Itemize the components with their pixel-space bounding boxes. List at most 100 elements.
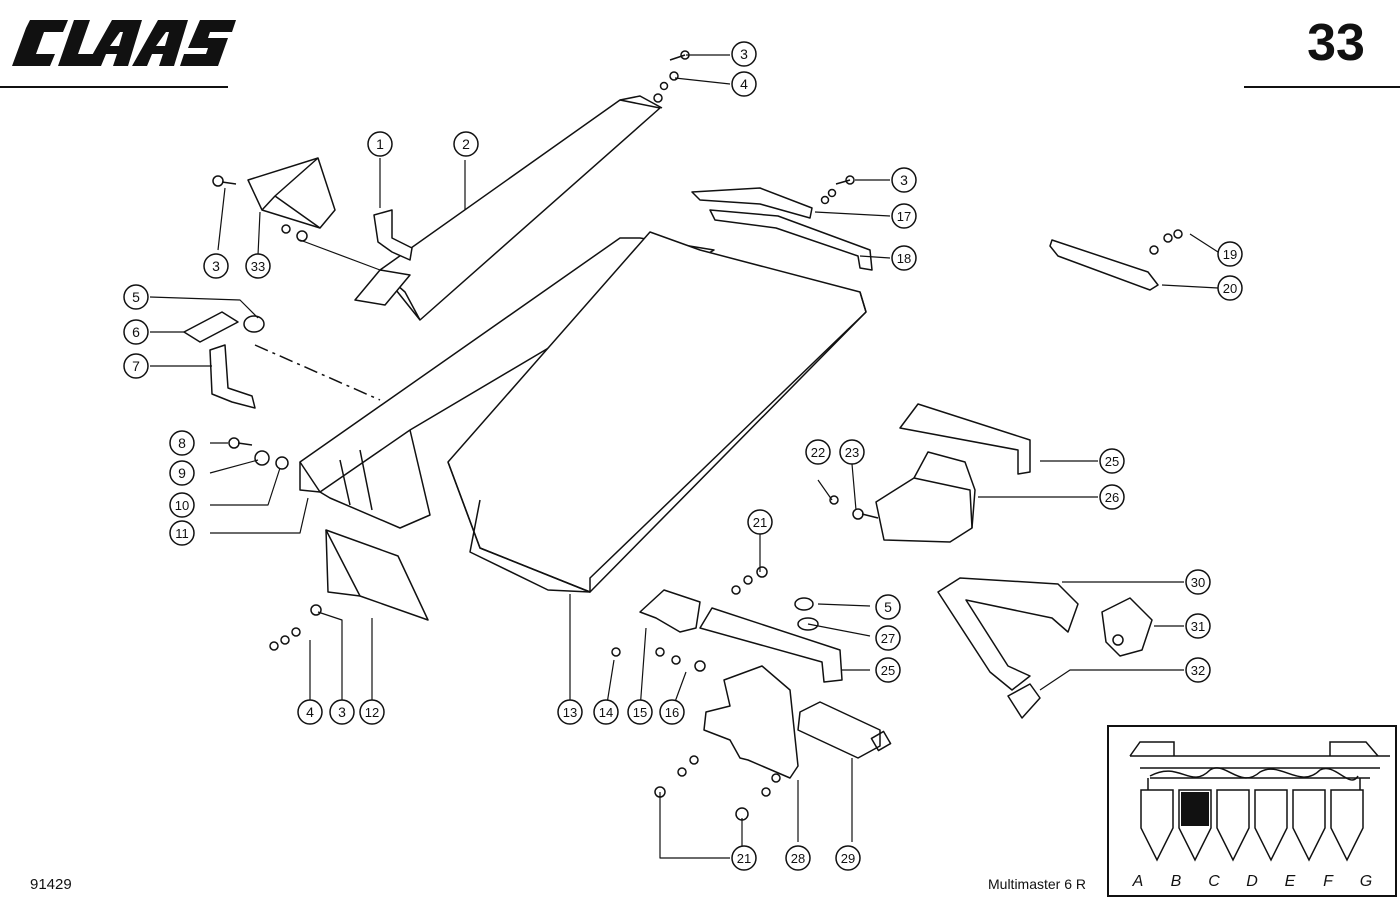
svg-text:16: 16 (665, 705, 679, 720)
callout-20: 20 (1217, 275, 1243, 301)
strap-30 (937, 577, 1079, 691)
callout-18: 18 (891, 245, 917, 271)
svg-text:10: 10 (175, 498, 189, 513)
callout-21: 21 (747, 509, 773, 535)
housing-26 (875, 451, 976, 543)
svg-text:21: 21 (737, 851, 751, 866)
drawing-number: 91429 (30, 876, 72, 893)
bracket-32 (1007, 683, 1041, 719)
callout-25: 25 (1099, 448, 1125, 474)
bracket-25-upper (899, 403, 1031, 475)
locator-label-B: B (1171, 873, 1182, 890)
bracket-1 (373, 209, 413, 261)
callout-16: 16 (659, 699, 685, 725)
locator-label-C: C (1208, 873, 1220, 890)
svg-text:3: 3 (212, 258, 220, 274)
bracket-31 (1101, 597, 1153, 657)
locator-label-D: D (1246, 873, 1258, 890)
callout-3: 3 (731, 41, 757, 67)
svg-text:8: 8 (178, 435, 186, 451)
callout-28: 28 (785, 845, 811, 871)
callout-5: 5 (123, 284, 149, 310)
callout-19: 19 (1217, 241, 1243, 267)
callout-4: 4 (297, 699, 323, 725)
bracket-15 (639, 589, 701, 633)
center-line (254, 344, 381, 401)
callout-7: 7 (123, 353, 149, 379)
svg-text:2: 2 (462, 136, 470, 152)
callout-1: 1 (367, 131, 393, 157)
svg-text:29: 29 (841, 851, 855, 866)
callout-15: 15 (627, 699, 653, 725)
svg-text:12: 12 (365, 705, 379, 720)
bar-25-lower (699, 607, 843, 683)
floor-panel-13 (447, 231, 867, 593)
svg-text:5: 5 (132, 289, 140, 305)
locator-label-F: F (1323, 873, 1334, 890)
locator-label-E: E (1285, 873, 1296, 890)
callout-22: 22 (805, 439, 831, 465)
svg-text:17: 17 (897, 209, 911, 224)
callout-5: 5 (875, 594, 901, 620)
svg-text:27: 27 (881, 631, 895, 646)
locator-divider-A (1140, 789, 1174, 862)
callout-33: 33 (245, 253, 271, 279)
callout-17: 17 (891, 203, 917, 229)
svg-text:23: 23 (845, 445, 859, 460)
svg-text:1: 1 (376, 136, 384, 152)
callout-9: 9 (169, 460, 195, 486)
strip-18 (709, 209, 873, 271)
svg-text:20: 20 (1223, 281, 1237, 296)
svg-text:11: 11 (175, 526, 189, 541)
svg-text:30: 30 (1191, 575, 1205, 590)
callout-2: 2 (453, 131, 479, 157)
svg-text:4: 4 (306, 704, 314, 720)
callout-12: 12 (359, 699, 385, 725)
callout-30: 30 (1185, 569, 1211, 595)
header-rule-left (0, 86, 228, 88)
callout-25: 25 (875, 657, 901, 683)
svg-text:22: 22 (811, 445, 825, 460)
callout-26: 26 (1099, 484, 1125, 510)
svg-text:18: 18 (897, 251, 911, 266)
callout-32: 32 (1185, 657, 1211, 683)
callout-14: 14 (593, 699, 619, 725)
callout-3: 3 (891, 167, 917, 193)
strip-17 (691, 187, 813, 219)
callout-27: 27 (875, 625, 901, 651)
svg-text:3: 3 (900, 172, 908, 188)
plate-28 (703, 665, 799, 779)
callout-3: 3 (203, 253, 229, 279)
svg-text:21: 21 (753, 515, 767, 530)
svg-text:6: 6 (132, 324, 140, 340)
bracket-33 (247, 157, 336, 229)
callout-10: 10 (169, 492, 195, 518)
svg-text:9: 9 (178, 465, 186, 481)
callout-4: 4 (731, 71, 757, 97)
svg-text:4: 4 (740, 76, 748, 92)
bar-29 (797, 701, 881, 759)
svg-text:33: 33 (251, 259, 265, 274)
svg-text:3: 3 (338, 704, 346, 720)
callout-21: 21 (731, 845, 757, 871)
svg-text:15: 15 (633, 705, 647, 720)
locator-divider-F (1330, 789, 1364, 862)
svg-text:3: 3 (740, 46, 748, 62)
locator-highlight-B (1181, 792, 1209, 826)
callout-31: 31 (1185, 613, 1211, 639)
svg-text:5: 5 (884, 599, 892, 615)
svg-text:14: 14 (599, 705, 613, 720)
bracket-7 (209, 344, 256, 409)
callout-29: 29 (835, 845, 861, 871)
upper-cover-part (354, 95, 663, 321)
svg-text:31: 31 (1191, 619, 1205, 634)
locator-label-G: G (1360, 873, 1372, 890)
leader-lines (149, 54, 1219, 859)
claas-logo (12, 20, 236, 66)
callout-6: 6 (123, 319, 149, 345)
svg-text:28: 28 (791, 851, 805, 866)
svg-text:25: 25 (1105, 454, 1119, 469)
